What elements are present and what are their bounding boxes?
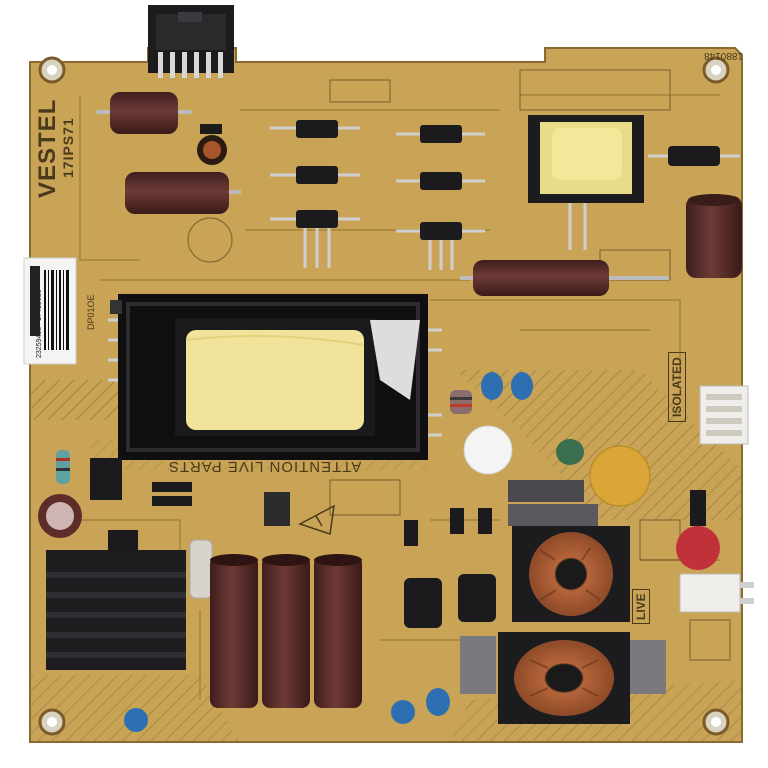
mounting-hole	[38, 708, 66, 736]
electrolytic-capacitor	[262, 554, 310, 708]
electrolytic-capacitor	[686, 194, 742, 278]
transistor	[690, 490, 706, 526]
thermistor	[463, 425, 513, 475]
model-label: 17IPS71	[60, 117, 76, 178]
electrolytic-capacitor	[460, 260, 669, 296]
small-transformer	[528, 115, 644, 250]
transistor-array	[270, 120, 485, 270]
film-capacitor	[508, 480, 584, 502]
warning-text: ATTENTION LIVE PARTS	[168, 458, 362, 475]
ceramic-capacitor	[676, 526, 720, 570]
ceramic-capacitor	[124, 708, 148, 732]
warning-triangle	[298, 504, 335, 535]
diode	[404, 520, 418, 546]
sticker-serial: 23259458 - 27419036	[36, 289, 43, 358]
film-capacitor	[460, 636, 496, 694]
ceramic-capacitor	[426, 688, 450, 716]
film-capacitor	[630, 640, 666, 694]
mains-connector	[679, 573, 754, 613]
ceramic-capacitor	[511, 372, 533, 400]
resistor	[450, 390, 472, 414]
common-mode-choke	[512, 526, 630, 622]
brand-label: VESTEL	[34, 98, 61, 198]
diode	[478, 508, 492, 534]
ic-chip	[458, 574, 496, 622]
diode	[152, 482, 192, 506]
main-transformer	[108, 294, 442, 460]
part-code-label: 1880148	[704, 50, 743, 61]
common-mode-choke	[498, 632, 630, 724]
film-capacitor	[508, 504, 598, 526]
ic-chip	[110, 300, 122, 314]
fuse	[189, 539, 213, 599]
isolated-label: ISOLATED	[668, 352, 686, 422]
resistor	[56, 450, 70, 484]
diode	[450, 508, 464, 534]
mounting-hole	[702, 708, 730, 736]
ceramic-capacitor	[481, 372, 503, 400]
heatsink	[46, 530, 186, 670]
ceramic-capacitor	[556, 439, 584, 465]
mounting-hole	[702, 56, 730, 84]
top-connector	[148, 5, 234, 78]
diode	[648, 146, 740, 166]
transistor	[90, 458, 122, 500]
inductor	[197, 124, 227, 165]
live-label: LIVE	[632, 589, 650, 624]
electrolytic-capacitor	[210, 554, 258, 708]
electrolytic-capacitor	[314, 554, 362, 708]
mounting-hole	[38, 56, 66, 84]
ic-chip	[404, 578, 442, 628]
electrolytic-capacitor	[125, 172, 241, 214]
ic-chip	[264, 492, 290, 526]
label-sticker	[23, 257, 77, 365]
sticker-code: DP01OE	[86, 294, 96, 330]
varistor	[589, 445, 651, 507]
output-connector	[699, 385, 749, 445]
electrolytic-capacitor	[38, 494, 82, 538]
electrolytic-capacitor	[96, 92, 192, 134]
ceramic-capacitor	[391, 700, 415, 724]
